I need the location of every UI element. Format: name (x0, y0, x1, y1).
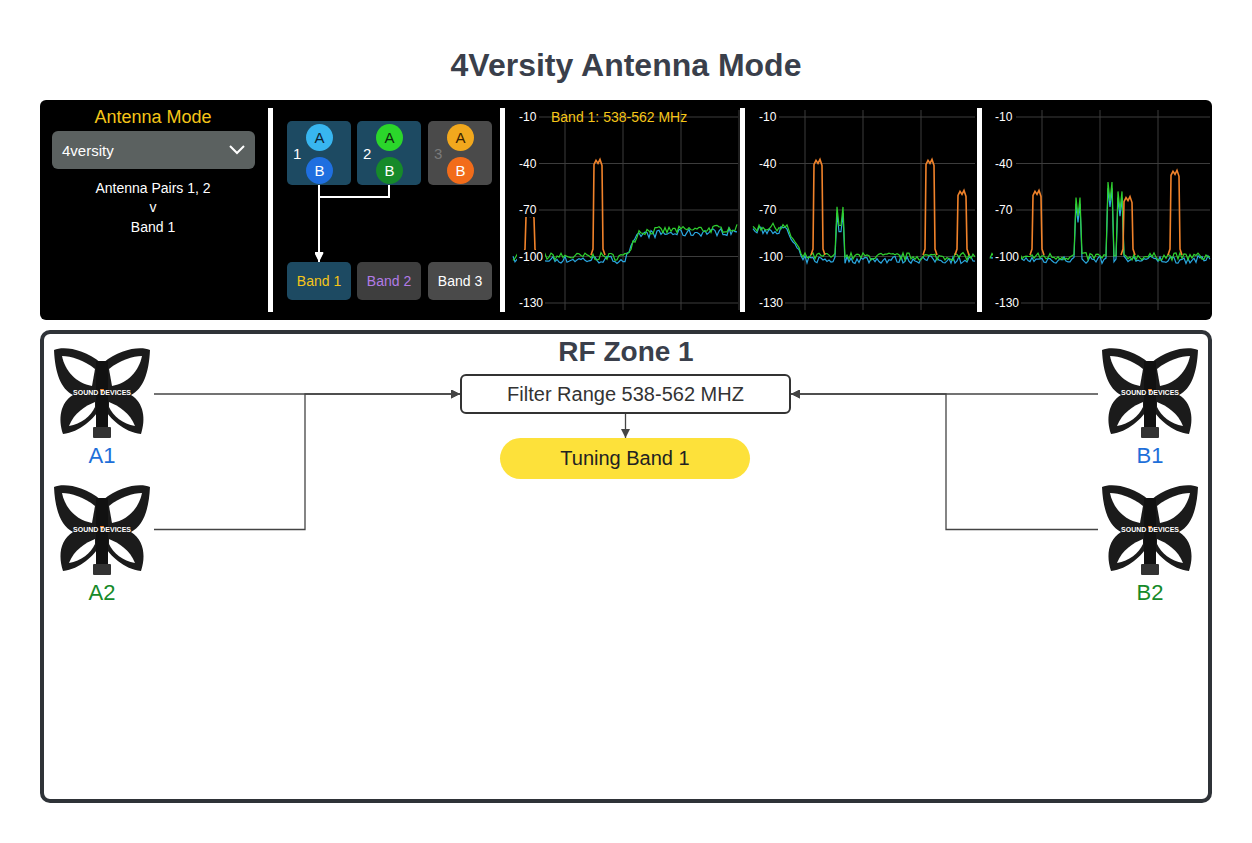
panel-text: Band 1 (131, 219, 175, 235)
trace-green (990, 182, 1210, 260)
node-text: B (455, 162, 465, 179)
panel-text: Antenna Mode (94, 107, 211, 128)
antenna-pair-box: 3AB (428, 121, 492, 185)
diagram-title: 4Versity Antenna Mode (451, 47, 802, 84)
antenna-pair-box: 2AB (357, 121, 421, 185)
node-text: 4versity (62, 142, 114, 159)
antenna-circle: B (306, 157, 333, 184)
connector (625, 414, 626, 438)
axis-value: -10 (993, 110, 1014, 124)
process-box: Band 2 (357, 262, 421, 300)
trace-orange (1168, 170, 1182, 255)
panel-text: Antenna Pairs 1, 2 (95, 180, 210, 196)
antenna-circle: A (306, 124, 333, 151)
trace-blue (990, 188, 1210, 263)
mode-dropdown: 4versity (52, 131, 255, 169)
antenna: B2 (1098, 482, 1202, 608)
node-text: A1 (89, 443, 116, 469)
antenna: A2 (50, 482, 154, 608)
antenna-picture (50, 345, 154, 440)
node-text: 2 (363, 145, 371, 162)
axis-value: -100 (757, 250, 785, 264)
trace-orange (923, 159, 937, 255)
process-box: Band 1 (287, 262, 351, 300)
axis-value: -100 (517, 250, 545, 264)
node-text: A (314, 129, 324, 146)
node-text: A2 (89, 580, 116, 606)
process-box: Tuning Band 1 (500, 438, 750, 479)
dropdown-chevron (229, 145, 245, 155)
node-text: B (314, 162, 324, 179)
axis-value: -100 (993, 250, 1021, 264)
axis-value: -40 (517, 157, 538, 171)
antenna-circle: B (376, 157, 403, 184)
axis-value: -130 (757, 296, 785, 310)
process-box: Band 3 (428, 262, 492, 300)
panel-text: Band 1: 538-562 MHz (551, 109, 687, 125)
antenna: A1 (50, 345, 154, 471)
axis-value: -40 (757, 157, 778, 171)
node-text: Filter Range 538-562 MHZ (507, 383, 744, 406)
trace-orange (523, 212, 537, 255)
node-text: A (384, 129, 394, 146)
axis-value: -130 (517, 296, 545, 310)
axis-value: -10 (517, 110, 538, 124)
panel-text: v (150, 199, 157, 215)
node-text: 3 (434, 145, 442, 162)
node-text: Tuning Band 1 (560, 447, 689, 470)
trace-orange (955, 190, 969, 255)
divider-bars (268, 108, 982, 312)
node-text: Band 3 (438, 273, 482, 289)
axis-value: -130 (993, 296, 1021, 310)
node-text: Band 1 (297, 273, 341, 289)
connector (319, 185, 389, 261)
node-text: B (384, 162, 394, 179)
zone-heading: RF Zone 1 (558, 336, 693, 368)
rf-zone: RF Zone 1 A1A2 Filter Range 538-562 MHZ Tun… (40, 330, 1212, 803)
connector (791, 394, 1098, 530)
node-text: A (455, 129, 465, 146)
antenna-circle: A (376, 124, 403, 151)
trace-green (513, 224, 737, 260)
trace-orange (1121, 197, 1135, 255)
antenna: B1 (1098, 345, 1202, 471)
trace-orange (1030, 190, 1044, 255)
node-text: B1 (1137, 443, 1164, 469)
trace-orange (811, 159, 825, 255)
node-text: Band 2 (367, 273, 411, 289)
antenna-circle: A (447, 124, 474, 151)
axis-value: -10 (757, 110, 778, 124)
axis-value: -70 (993, 203, 1014, 217)
antenna-picture (50, 482, 154, 577)
antenna-picture (1098, 345, 1202, 440)
trace-green (753, 207, 975, 261)
antenna-circle: B (447, 157, 474, 184)
axis-value: -40 (993, 157, 1014, 171)
node-text: B2 (1137, 580, 1164, 606)
antenna-pair-box: 1AB (287, 121, 351, 185)
axis-value: -70 (757, 203, 778, 217)
axis-value: -70 (517, 203, 538, 217)
connector (154, 394, 460, 530)
node-text: 1 (293, 145, 301, 162)
process-box: Filter Range 538-562 MHZ (460, 374, 791, 414)
trace-orange (591, 159, 605, 255)
antenna-picture (1098, 482, 1202, 577)
